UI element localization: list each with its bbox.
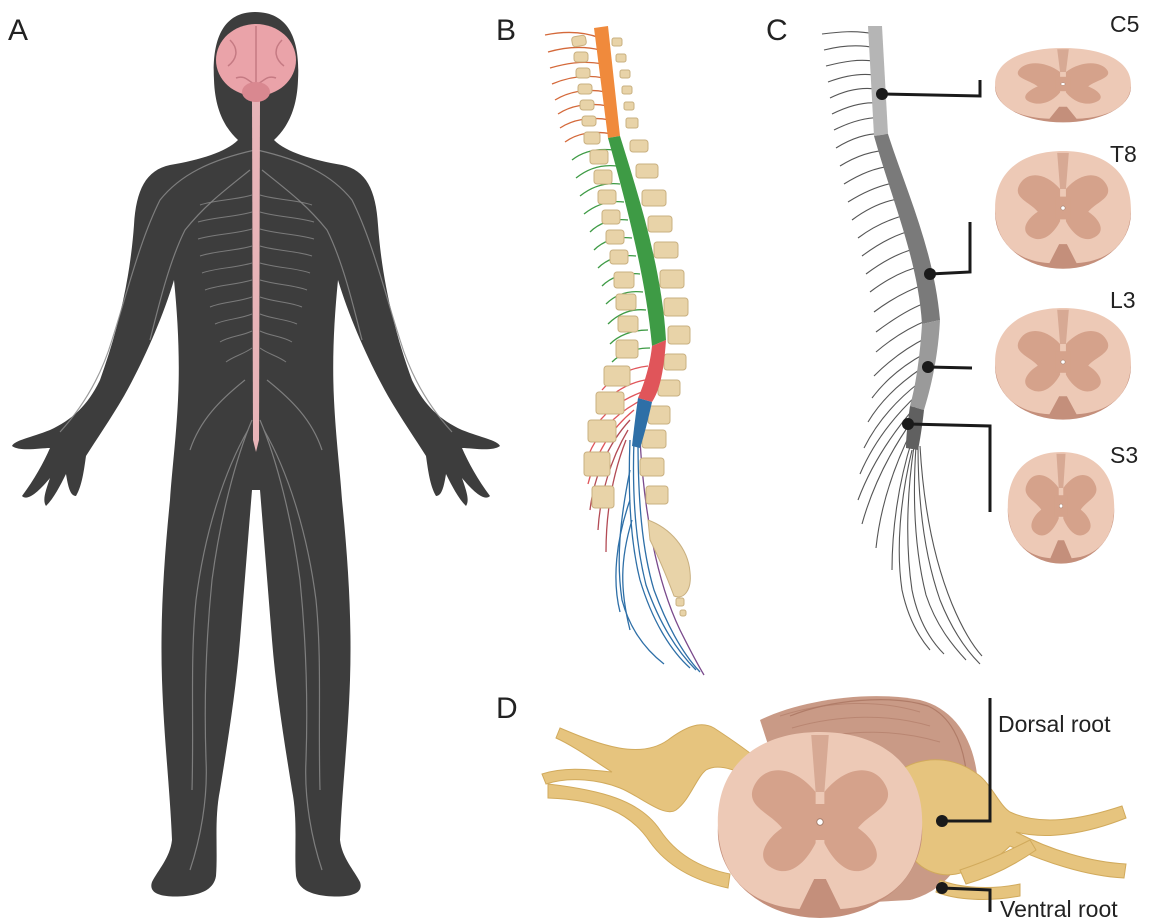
cross-section-s3 xyxy=(1008,452,1114,564)
cross-section-t8 xyxy=(995,151,1131,269)
segment-label-c5: C5 xyxy=(1110,11,1139,37)
human-body-illustration xyxy=(12,12,500,896)
segment-label-l3: L3 xyxy=(1110,287,1136,313)
cross-section-c5 xyxy=(995,48,1131,122)
ventral-root-label: Ventral root xyxy=(1000,896,1118,922)
panel-label-a: A xyxy=(8,14,28,47)
panel-label-d: D xyxy=(496,692,518,725)
panel-label-c: C xyxy=(766,14,788,47)
vertebral-column-illustration xyxy=(545,26,704,675)
cross-section-l3 xyxy=(995,308,1131,420)
segment-label-s3: S3 xyxy=(1110,442,1138,468)
dorsal-root-label: Dorsal root xyxy=(998,711,1111,737)
panel-label-b: B xyxy=(496,14,516,47)
segment-label-t8: T8 xyxy=(1110,141,1137,167)
spinal-cord-illustration xyxy=(822,26,990,664)
